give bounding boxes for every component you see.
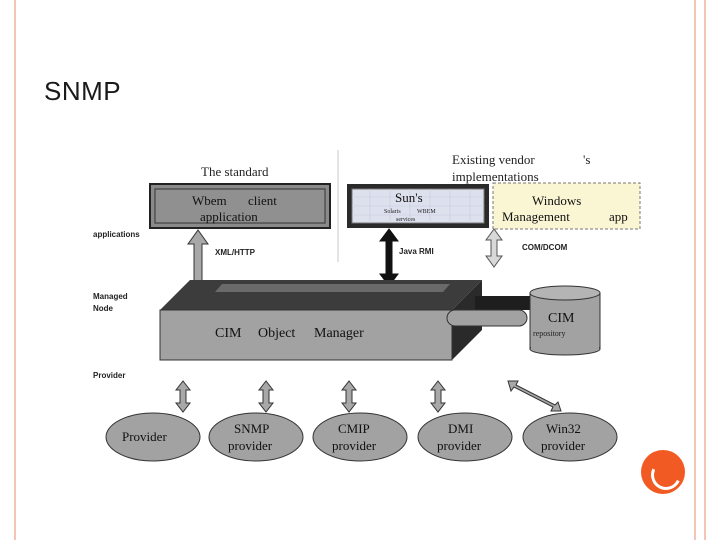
provider-ellipse-1 (105, 412, 201, 462)
label-managed-node-2: Node (93, 304, 114, 313)
sun-sub1: Solaris (384, 209, 401, 215)
provider-4-line1: DMI (448, 421, 473, 436)
com-dcom-arrow (485, 228, 503, 268)
sun-title: Sun's (395, 190, 423, 205)
cim-word3: Manager (314, 326, 364, 341)
provider-4-line2: provider (437, 438, 482, 453)
repo-title: CIM (548, 311, 575, 326)
windows-line1: Windows (532, 193, 581, 208)
cim-word1: CIM (215, 326, 242, 341)
repo-sub: repository (533, 329, 565, 338)
repo-cylinder-cover (531, 330, 599, 349)
provider-3-line1: CMIP (338, 421, 370, 436)
wbem-line1: Wbem (192, 193, 227, 208)
repo-connector-pipe (446, 309, 528, 327)
proto-com-dcom: COM/DCOM (522, 243, 568, 252)
frame-line-right-1 (694, 0, 696, 540)
frame-line-left (14, 0, 16, 540)
header-vendor-mark: 's (583, 152, 590, 167)
repo-connector-dark (475, 296, 535, 310)
provider-ellipse-3 (312, 412, 408, 462)
provider-ellipse-4 (417, 412, 513, 462)
repo-cylinder-top (529, 285, 601, 301)
cim-block-top-light (215, 284, 450, 292)
wbem-client-inner (154, 188, 326, 224)
provider-ellipse-2 (208, 412, 304, 462)
sun-sub2: WBEM (417, 209, 436, 215)
provider-2-line2: provider (228, 438, 273, 453)
windows-line2: Management (502, 209, 570, 224)
provider-ellipse-5 (522, 412, 618, 462)
provider-arrows (174, 380, 562, 413)
provider-5-line1: Win32 (546, 421, 581, 436)
slide-accent-circle (641, 450, 685, 494)
wbem-line2: client (248, 193, 277, 208)
provider-3-line2: provider (332, 438, 377, 453)
wbem-line3: application (200, 209, 258, 224)
proto-java-rmi: Java RMI (399, 247, 434, 256)
header-vendor-line2: implementations (452, 169, 539, 184)
sun-sub3: services (396, 217, 416, 223)
windows-app-box (492, 182, 641, 230)
provider-1-line1: Provider (122, 429, 167, 444)
java-rmi-arrow (379, 228, 399, 287)
label-managed-node-1: Managed (93, 292, 128, 301)
sun-box-grid (352, 189, 484, 223)
cim-word2: Object (258, 326, 295, 341)
provider-5-line2: provider (541, 438, 586, 453)
proto-xml-http: XML/HTTP (215, 248, 256, 257)
label-applications: applications (93, 230, 140, 239)
provider-2-line1: SNMP (234, 421, 269, 436)
windows-line3: app (609, 209, 628, 224)
frame-line-right-2 (704, 0, 706, 540)
header-vendor-line1: Existing vendor (452, 152, 535, 167)
header-standard: The standard (201, 164, 269, 179)
label-provider: Provider (93, 371, 125, 380)
slide-title: SNMP (44, 76, 122, 106)
cim-block-front (159, 309, 453, 361)
